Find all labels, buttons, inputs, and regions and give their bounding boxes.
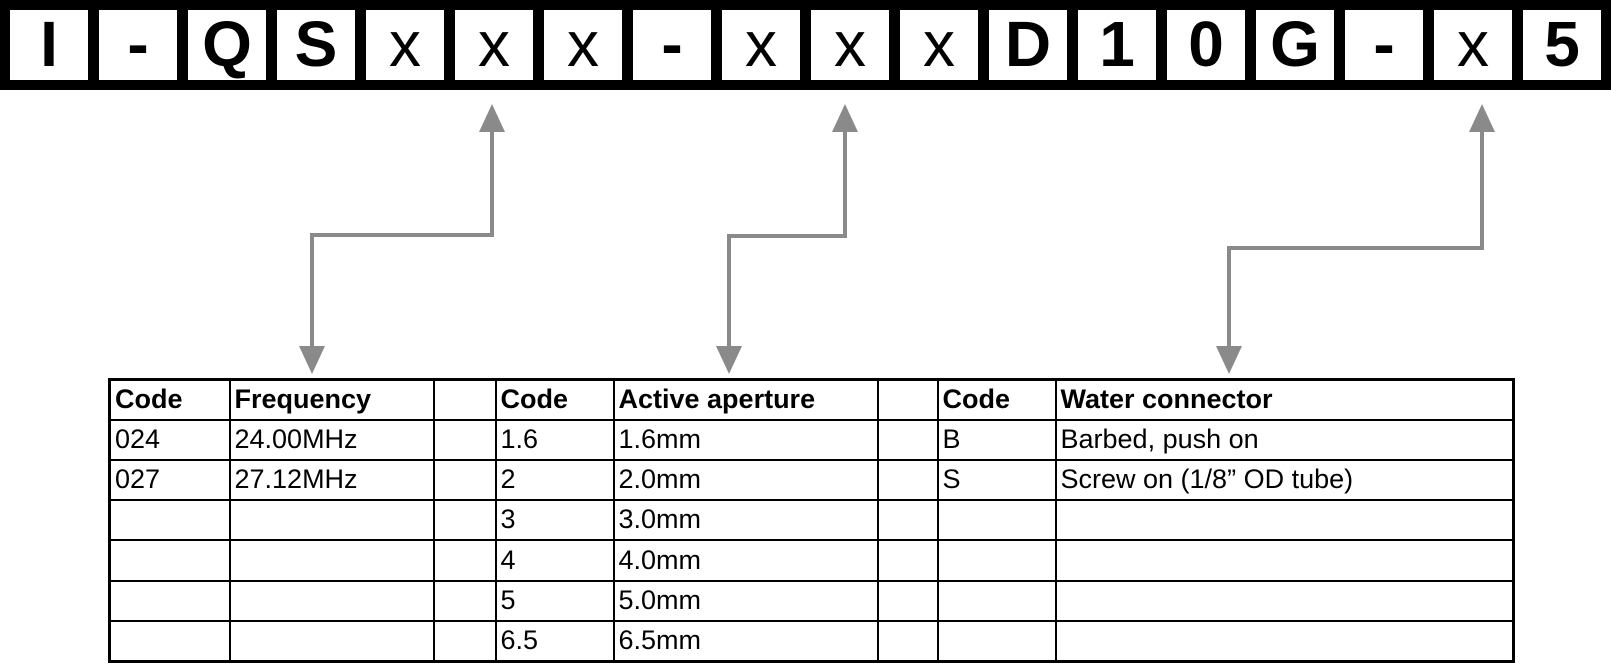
code-cell-1: - <box>95 6 181 84</box>
arrow-down-head <box>1216 346 1242 374</box>
table-cell <box>936 620 1057 663</box>
table-cell <box>936 579 1057 623</box>
active-aperture-arrow <box>716 104 858 374</box>
table-cell: S <box>936 458 1057 502</box>
table-cell: 1.6 <box>494 418 615 461</box>
table-cell: 4 <box>494 539 615 582</box>
table-cell <box>108 579 231 623</box>
table-cell <box>1054 539 1515 582</box>
arrow-down-head <box>716 346 742 374</box>
table-cell: 3 <box>494 499 615 542</box>
water-connector-arrow <box>1216 104 1495 374</box>
code-cell-8: x <box>718 6 804 84</box>
code-cell-0: I <box>6 6 92 84</box>
code-cell-5: x <box>451 6 537 84</box>
table-cell: 6.5mm <box>612 620 879 663</box>
table-cell <box>1054 620 1515 663</box>
table-cell <box>876 499 939 542</box>
table-cell <box>228 499 435 542</box>
table-cell <box>108 620 231 663</box>
code-cell-11: D <box>985 6 1071 84</box>
table-cell: 5.0mm <box>612 579 879 623</box>
table-cell <box>432 418 497 461</box>
code-cell-2: Q <box>184 6 270 84</box>
column-header-code: Code <box>108 378 231 421</box>
table-cell: 27.12MHz <box>228 458 435 502</box>
arrow-up-head <box>832 104 858 132</box>
arrow-up-head <box>1469 104 1495 132</box>
table-cell <box>1054 579 1515 623</box>
spacer-column-header <box>432 378 497 421</box>
table-cell: 24.00MHz <box>228 418 435 461</box>
table-cell: Barbed, push on <box>1054 418 1515 461</box>
arrow-shaft <box>310 128 494 350</box>
table-cell: 027 <box>108 458 231 502</box>
arrow-shaft <box>1227 128 1484 350</box>
table-cell <box>228 579 435 623</box>
table-cell: 6.5 <box>494 620 615 663</box>
table-cell <box>228 620 435 663</box>
code-cell-7: - <box>629 6 715 84</box>
column-header-frequency: Frequency <box>228 378 435 421</box>
code-cell-4: x <box>362 6 448 84</box>
code-cell-10: x <box>896 6 982 84</box>
table-cell <box>876 620 939 663</box>
table-cell: B <box>936 418 1057 461</box>
code-cell-9: x <box>807 6 893 84</box>
table-cell: 4.0mm <box>612 539 879 582</box>
table-cell <box>432 499 497 542</box>
table-cell <box>432 579 497 623</box>
table-cell <box>108 499 231 542</box>
table-cell <box>108 539 231 582</box>
code-cell-15: - <box>1341 6 1427 84</box>
table-cell <box>432 458 497 502</box>
table-cell <box>876 539 939 582</box>
code-cell-3: S <box>273 6 359 84</box>
table-cell: 2 <box>494 458 615 502</box>
arrow-up-head <box>479 104 505 132</box>
arrow-shaft <box>727 128 847 350</box>
table-cell <box>876 458 939 502</box>
table-cell <box>936 499 1057 542</box>
code-cell-14: G <box>1252 6 1338 84</box>
table-cell: 024 <box>108 418 231 461</box>
code-cell-12: 1 <box>1074 6 1160 84</box>
column-header-code: Code <box>936 378 1057 421</box>
table-cell <box>876 418 939 461</box>
spacer-column-header <box>876 378 939 421</box>
table-cell <box>432 620 497 663</box>
table-cell <box>876 579 939 623</box>
table-cell <box>432 539 497 582</box>
code-cell-17: 5 <box>1519 6 1605 84</box>
table-cell <box>936 539 1057 582</box>
code-cell-6: x <box>540 6 626 84</box>
table-cell: 3.0mm <box>612 499 879 542</box>
table-cell: Screw on (1/8” OD tube) <box>1054 458 1515 502</box>
table-cell: 1.6mm <box>612 418 879 461</box>
column-header-water-connector: Water connector <box>1054 378 1515 421</box>
arrow-down-head <box>299 346 325 374</box>
code-cell-16: x <box>1430 6 1516 84</box>
table-cell <box>228 539 435 582</box>
table-cell <box>1054 499 1515 542</box>
table-cell: 5 <box>494 579 615 623</box>
frequency-arrow <box>299 104 505 374</box>
column-header-code: Code <box>494 378 615 421</box>
table-cell: 2.0mm <box>612 458 879 502</box>
column-header-active-aperture: Active aperture <box>612 378 879 421</box>
code-cell-13: 0 <box>1163 6 1249 84</box>
